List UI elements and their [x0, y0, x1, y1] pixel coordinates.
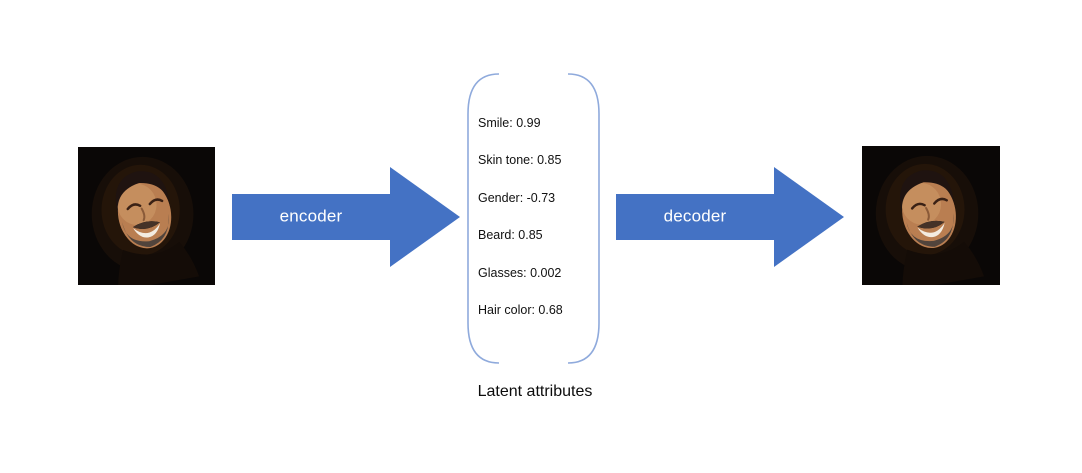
latent-attribute: Beard: 0.85 [478, 228, 543, 243]
encoder-arrow: encoder [232, 167, 460, 267]
decoder-arrow: decoder [616, 167, 844, 267]
bracket-shape [467, 73, 600, 364]
decoder-label: decoder [663, 206, 727, 226]
latent-attributes-caption: Latent attributes [477, 383, 593, 400]
latent-attribute: Glasses: 0.002 [478, 265, 562, 280]
latent-attributes-box: Smile: 0.99 Skin tone: 0.85 Gender: -0.7… [466, 72, 601, 365]
latent-attribute: Smile: 0.99 [478, 115, 541, 130]
latent-attribute: Hair color: 0.68 [478, 303, 563, 318]
output-face-image [862, 146, 1000, 285]
latent-attribute: Gender: -0.73 [478, 190, 556, 205]
input-face-image [78, 147, 215, 285]
decoder-arrow-shape [616, 167, 844, 267]
encoder-arrow-shape [232, 167, 460, 267]
latent-attribute-list: Smile: 0.99 Skin tone: 0.85 Gender: -0.7… [478, 104, 593, 329]
latent-attribute: Skin tone: 0.85 [478, 153, 562, 168]
encoder-label: encoder [279, 206, 343, 226]
